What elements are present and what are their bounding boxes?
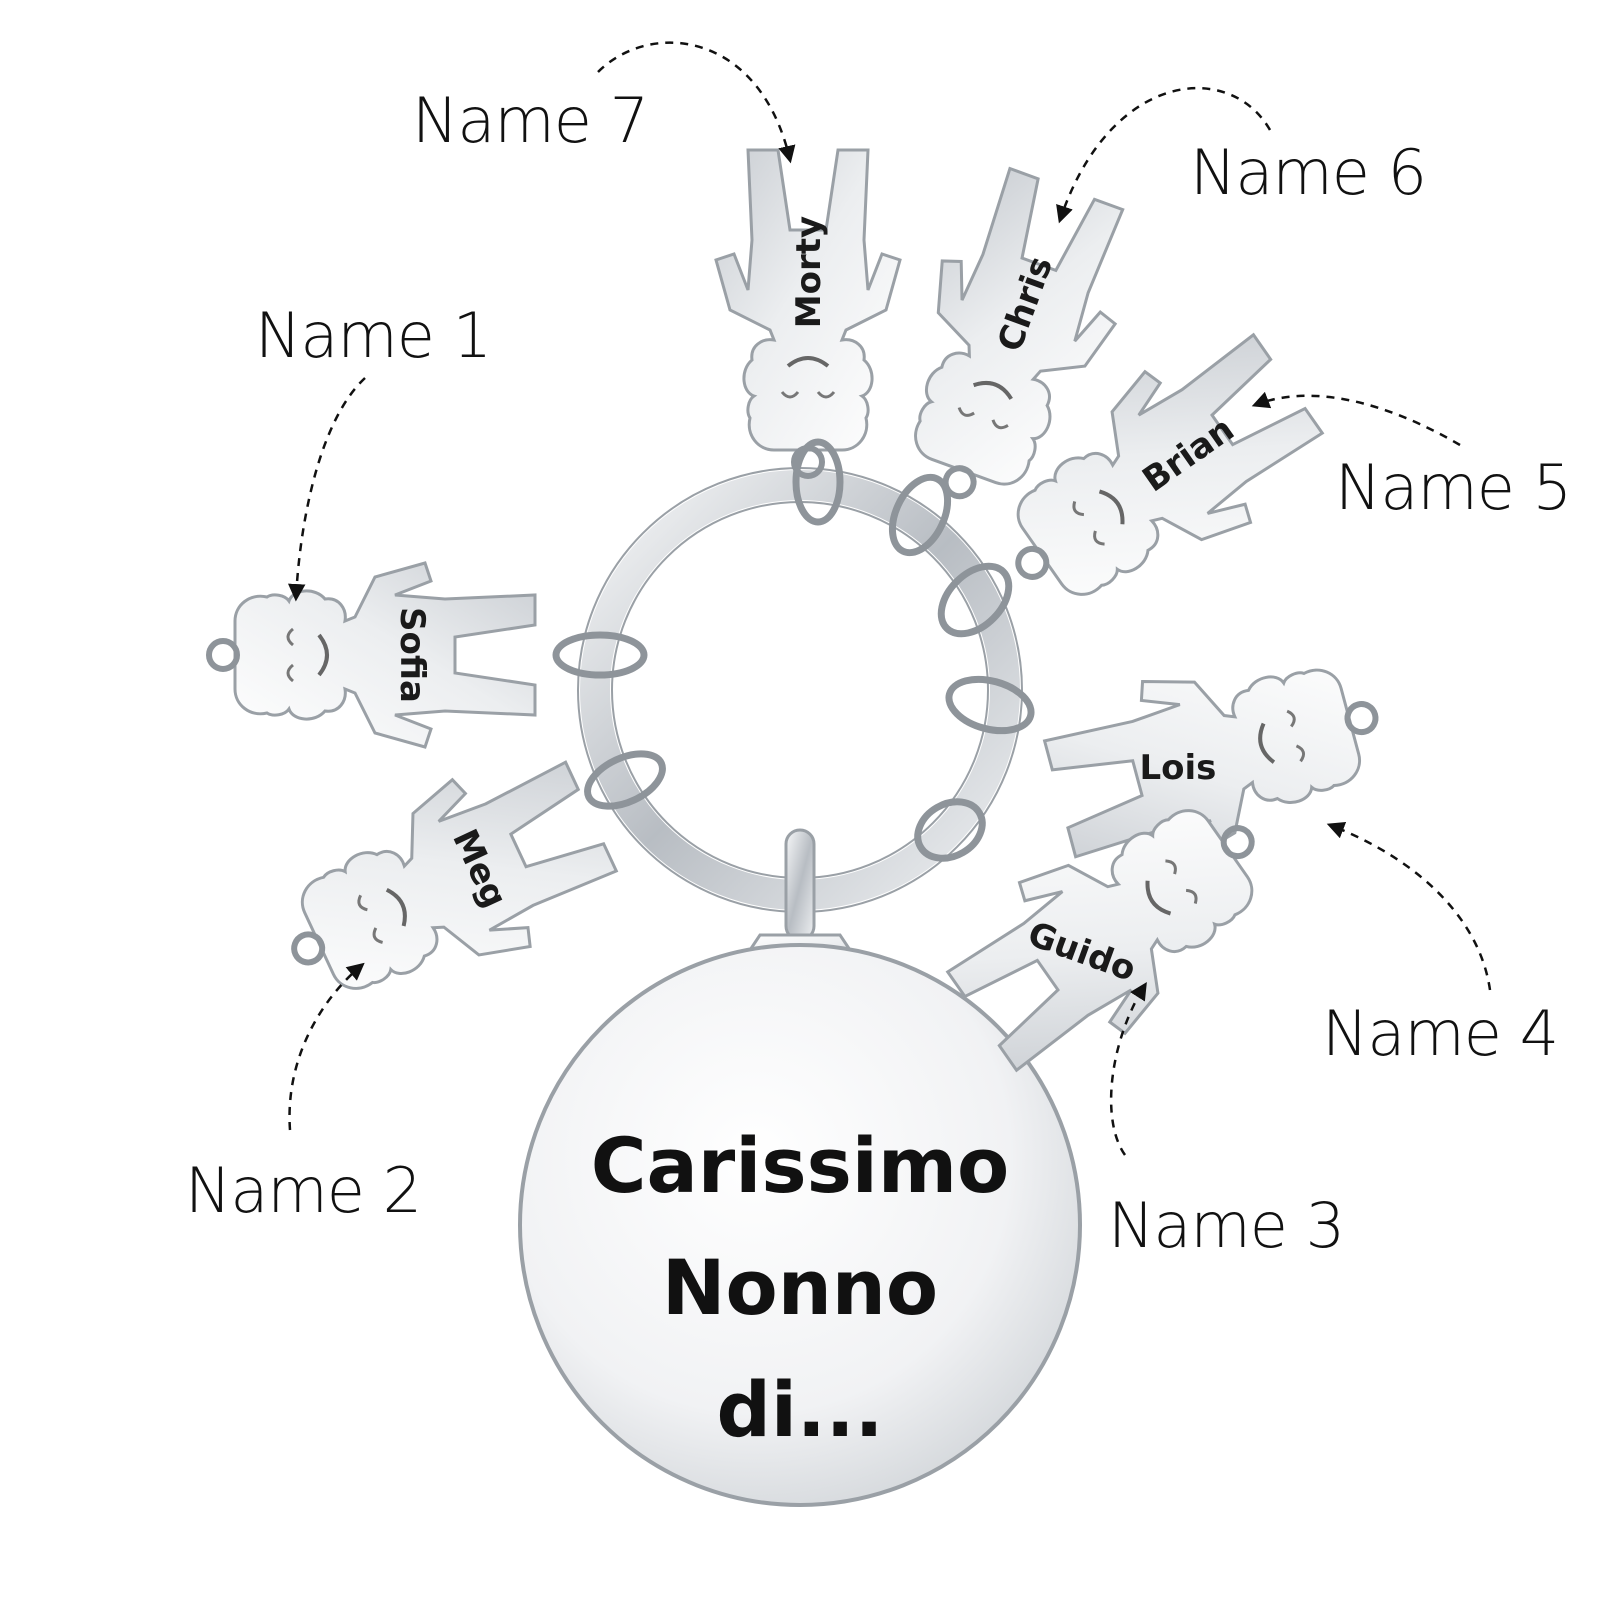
arrow-name-4 bbox=[1326, 821, 1492, 991]
arrow-name-7 bbox=[597, 41, 796, 164]
charm-sofia: Sofia bbox=[209, 563, 535, 747]
jump-rings bbox=[552, 438, 1035, 862]
round-medal bbox=[518, 943, 1082, 1507]
charm-lois-label: Lois bbox=[1139, 748, 1216, 788]
callout-name-7: Name 7 bbox=[412, 84, 649, 157]
medal-bail bbox=[784, 828, 816, 942]
callout-name-5: Name 5 bbox=[1335, 451, 1572, 524]
medal-line-2: Nonno bbox=[661, 1243, 939, 1332]
callout-name-2: Name 2 bbox=[185, 1154, 422, 1227]
medal-line-1: Carissimo bbox=[590, 1121, 1010, 1210]
callout-name-3: Name 3 bbox=[1108, 1189, 1345, 1262]
arrow-name-3 bbox=[1109, 982, 1147, 1156]
callout-name-6: Name 6 bbox=[1190, 136, 1427, 209]
charm-morty-label: Morty bbox=[789, 216, 829, 328]
callout-name-1: Name 1 bbox=[255, 299, 492, 372]
arrow-name-6 bbox=[1056, 86, 1272, 224]
arrow-name-5 bbox=[1251, 391, 1461, 447]
charm-lois: Lois bbox=[1036, 626, 1399, 888]
arrow-name-2 bbox=[288, 962, 365, 1131]
callout-name-4: Name 4 bbox=[1322, 997, 1559, 1070]
charm-chris: Chris bbox=[868, 158, 1152, 527]
charm-sofia-label: Sofia bbox=[392, 607, 432, 703]
medal-engraving: Carissimo Nonno di... bbox=[540, 1105, 1060, 1471]
charm-morty: Morty bbox=[716, 150, 900, 476]
charm-meg: Meg bbox=[257, 733, 630, 1038]
callout-arrows bbox=[287, 41, 1492, 1156]
charm-brian: Brian bbox=[968, 309, 1341, 647]
medal-line-3: di... bbox=[716, 1365, 884, 1454]
arrow-name-1 bbox=[287, 377, 366, 602]
